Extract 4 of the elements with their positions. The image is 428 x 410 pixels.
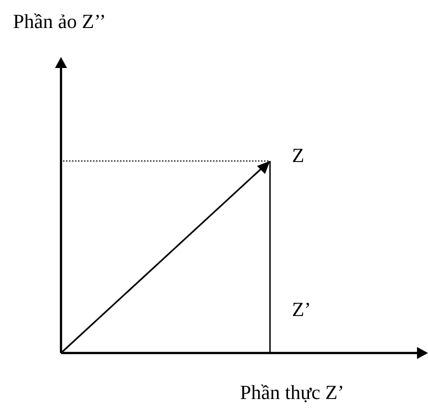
point-label: Z’: [292, 300, 311, 320]
axis-label: Phần ảo Z’’: [13, 12, 106, 32]
axis-label: Phần thực Z’: [240, 383, 344, 403]
point-label: Z: [292, 146, 304, 166]
